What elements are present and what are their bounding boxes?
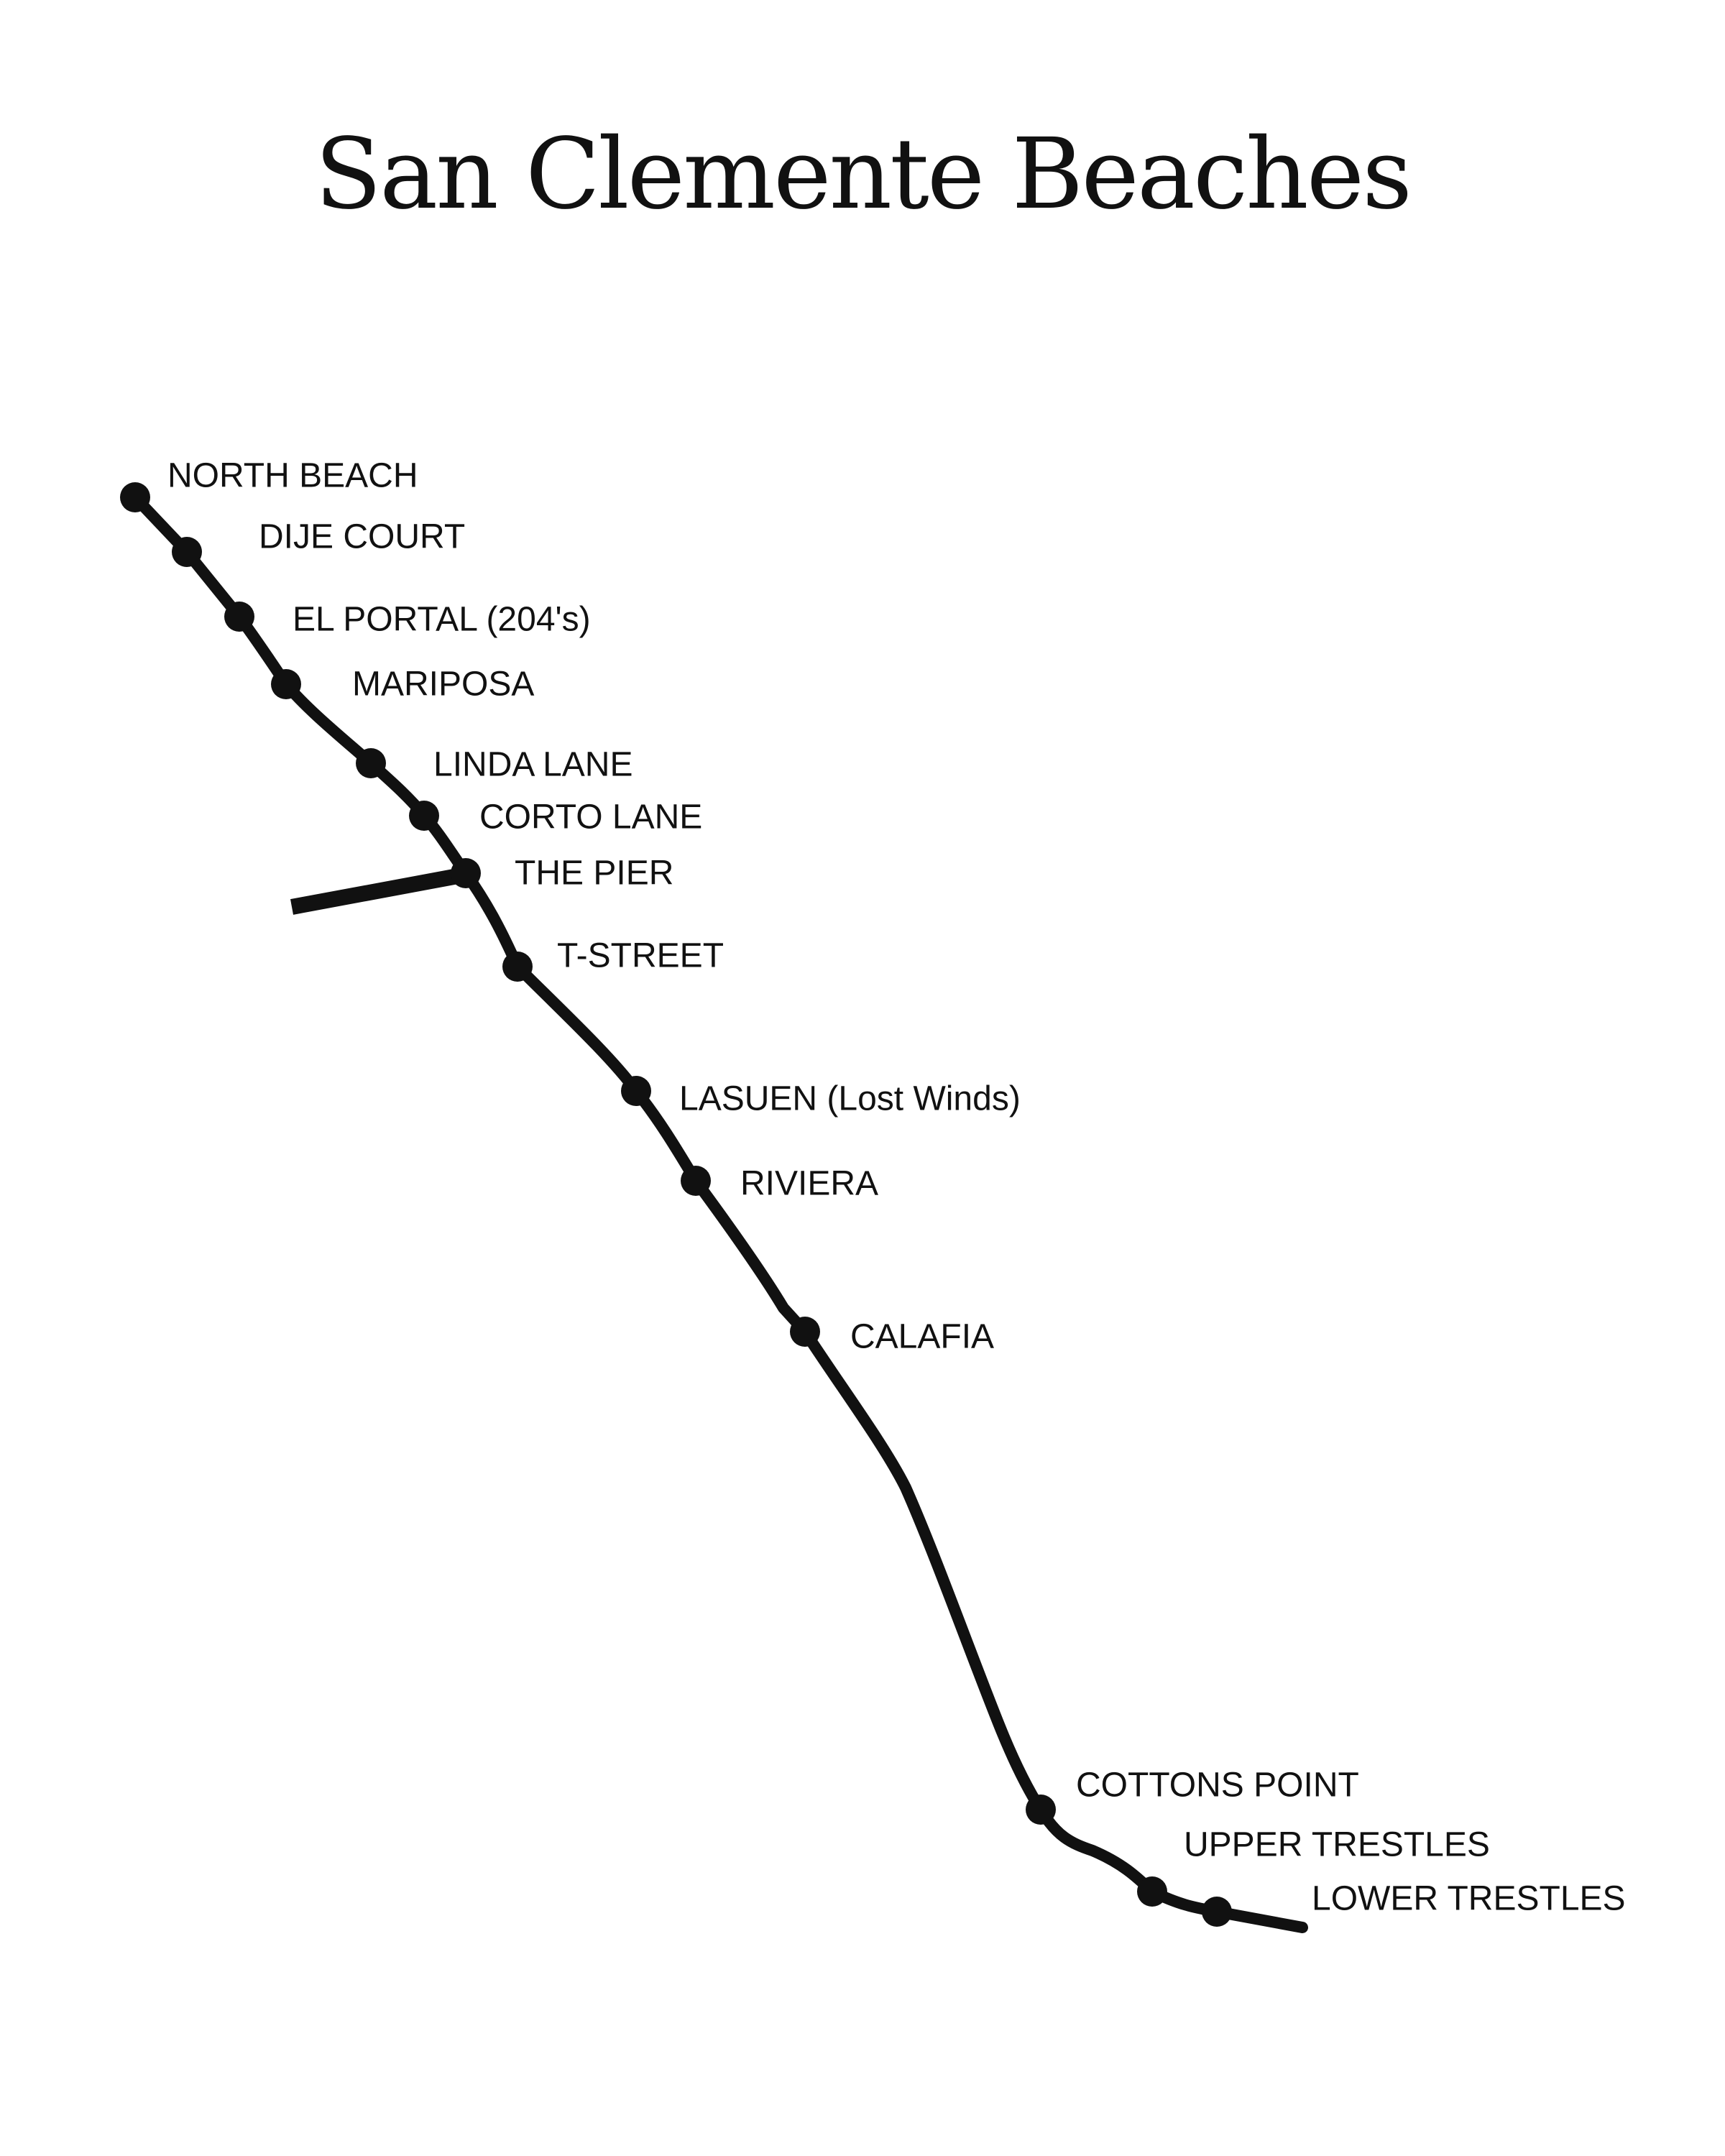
beach-label: LASUEN (Lost Winds) (679, 1080, 1021, 1118)
beach-label: LINDA LANE (433, 746, 632, 784)
beach-label: UPPER TRESTLES (1184, 1826, 1490, 1864)
beach-marker (172, 537, 202, 567)
beach-marker (1026, 1795, 1056, 1825)
beach-marker (790, 1317, 820, 1347)
beach-marker (120, 482, 150, 512)
beach-label: NORTH BEACH (167, 457, 418, 495)
beach-marker (681, 1166, 711, 1196)
beach-marker (1202, 1897, 1232, 1927)
beach-marker (1137, 1876, 1167, 1907)
beach-marker (409, 801, 439, 831)
beach-markers (120, 482, 1232, 1927)
beach-marker (224, 602, 254, 632)
coastline-route (129, 492, 1308, 1933)
beach-marker (451, 858, 481, 888)
beach-marker (621, 1076, 651, 1106)
pier-line (290, 867, 468, 915)
beach-label: EL PORTAL (204's) (293, 601, 591, 639)
beach-label: T-STREET (557, 937, 724, 975)
beach-labels: NORTH BEACH DIJE COURT EL PORTAL (204's) MA… (167, 457, 1626, 1918)
beach-label: DIJE COURT (259, 518, 465, 556)
beach-marker (502, 952, 533, 982)
map-title: San Clemente Beaches (314, 118, 1412, 231)
beach-label: LOWER TRESTLES (1312, 1880, 1626, 1918)
beach-marker (271, 669, 301, 699)
beach-label: CALAFIA (850, 1318, 994, 1356)
beach-label: CORTO LANE (479, 798, 702, 837)
beach-label: RIVIERA (740, 1165, 878, 1203)
beach-label: MARIPOSA (352, 665, 534, 704)
beach-label: COTTONS POINT (1076, 1766, 1359, 1805)
beach-label: THE PIER (515, 854, 673, 893)
beach-marker (356, 748, 386, 778)
